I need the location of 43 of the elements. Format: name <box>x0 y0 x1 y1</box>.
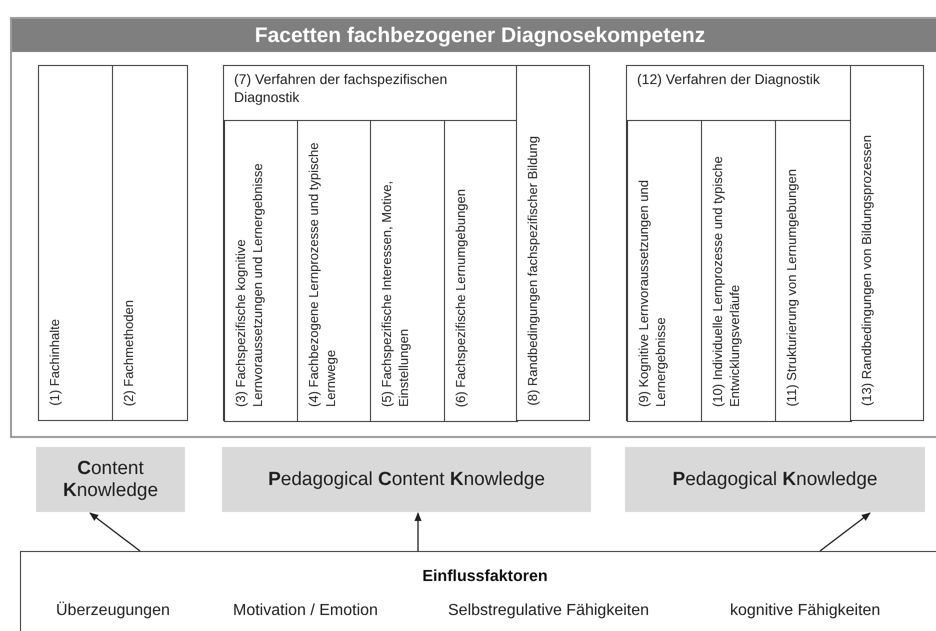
facet-group <box>626 65 851 421</box>
facet-column <box>370 120 445 422</box>
influence-box <box>20 551 936 631</box>
facet-label: (3) Fachspezifische kognitive Lernvoraussetzungen und Lernergebnisse <box>233 162 266 407</box>
facet-column <box>850 65 924 421</box>
facet-column <box>701 120 776 422</box>
facet-label: (11) Strukturierung von Lernumgebungen <box>784 169 800 407</box>
group-heading: (12) Verfahren der Diagnostik <box>637 70 821 88</box>
facet-label: (2) Fachmethoden <box>121 300 137 406</box>
facet-label: (4) Fachbezogene Lernprozesse und typische Lernwege <box>306 142 339 407</box>
facet-group <box>223 65 517 421</box>
facet-column <box>297 120 371 422</box>
knowledge-label: Pedagogical Knowledge <box>672 468 878 490</box>
facet-label: (8) Randbedingungen fachspezifischer Bildung <box>525 136 541 406</box>
facet-label: (6) Fachspezifische Lernumgebungen <box>453 188 469 407</box>
facet-column <box>112 65 188 421</box>
title: Facetten fachbezogener Diagnosekompetenz <box>254 24 706 48</box>
knowledge-box <box>222 447 591 512</box>
influence-factor: Selbstregulative Fähigkeiten <box>448 602 650 620</box>
facet-column <box>775 120 852 422</box>
knowledge-box <box>625 447 925 512</box>
influence-factor: Motivation / Emotion <box>233 602 378 620</box>
facet-column <box>627 120 702 422</box>
knowledge-box <box>36 447 185 512</box>
facet-label: (10) Individuelle Lernprozesse und typische Entwicklungsverläufe <box>710 155 743 407</box>
influence-factor: Überzeugungen <box>56 602 170 620</box>
facet-label: (1) Fachinhalte <box>47 319 63 406</box>
facet-column <box>516 65 590 421</box>
facet-column <box>224 120 298 422</box>
group-heading: (7) Verfahren der fachspezifischen Diagnostik <box>234 70 448 106</box>
knowledge-label: Pedagogical Content Knowledge <box>268 468 545 490</box>
facet-column <box>444 120 518 422</box>
facet-label: (5) Fachspezifische Interessen, Motive, Einstellungen <box>379 180 412 407</box>
arrow <box>414 512 422 551</box>
knowledge-label: Content Knowledge <box>62 458 160 502</box>
arrow <box>89 512 140 552</box>
influence-factor: kognitive Fähigkeiten <box>730 602 880 620</box>
facet-column <box>38 65 113 421</box>
arrow <box>820 512 871 552</box>
influence-heading: Einflussfaktoren <box>421 568 549 586</box>
diagram-frame <box>10 17 936 438</box>
facet-label: (13) Randbedingungen von Bildungsprozessen <box>859 134 875 406</box>
facet-label: (9) Kognitive Lernvoraussetzungen und Lernergebnisse <box>636 179 669 407</box>
